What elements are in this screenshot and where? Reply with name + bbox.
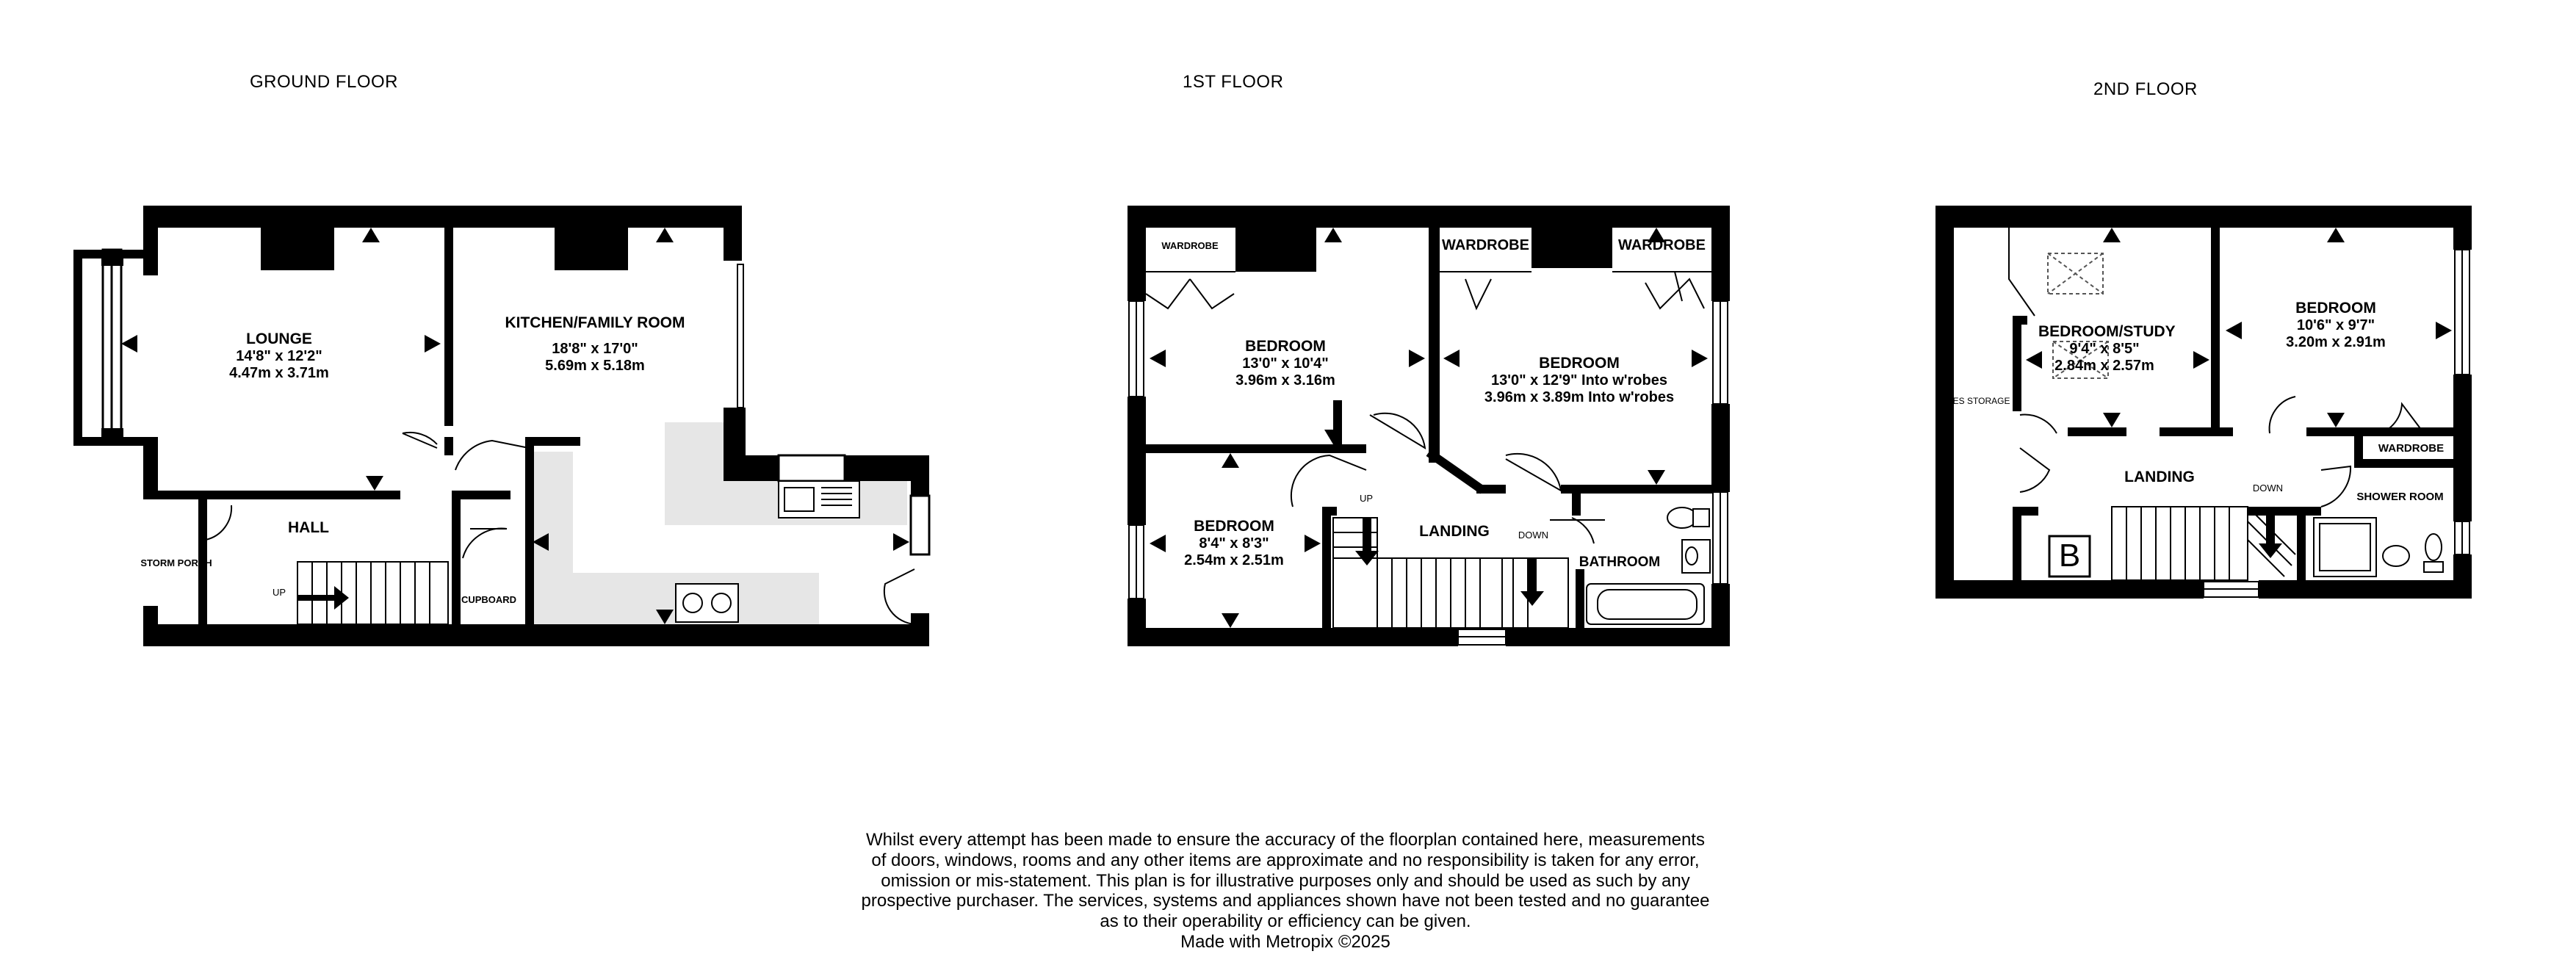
kitchen-sink xyxy=(778,480,860,518)
room-dim-imperial: 13'0" x 10'4" xyxy=(1242,355,1329,372)
stair-down-arrow-left xyxy=(1355,518,1379,565)
second-floor-title: 2ND FLOOR xyxy=(2093,79,2198,99)
boiler-box xyxy=(2048,535,2091,578)
room-name: BEDROOM xyxy=(1194,518,1274,535)
room-label-bedroom: BEDROOM 10'6" x 9'7" 3.20m x 2.91m xyxy=(2262,300,2409,351)
skylights xyxy=(2047,253,2109,379)
room-name: BEDROOM/STUDY xyxy=(2038,323,2176,340)
room-dim-imperial: 10'6" x 9'7" xyxy=(2296,317,2375,334)
first-floor-walls xyxy=(1128,206,1730,646)
room-name: BEDROOM xyxy=(2295,300,2376,317)
disclaimer-line: of doors, windows, rooms and any other i… xyxy=(871,850,1700,870)
boiler-label: B xyxy=(2058,538,2081,574)
stair-label-down: DOWN xyxy=(2252,483,2284,494)
room-label-bedroom-1: BEDROOM 13'0" x 10'4" 3.96m x 3.16m xyxy=(1205,338,1366,389)
first-floor-title: 1ST FLOOR xyxy=(1183,72,1284,92)
room-dim-imperial: 8'4" x 8'3" xyxy=(1199,535,1269,552)
stair-label-down: DOWN xyxy=(1518,530,1549,541)
second-floor-dimension-arrows xyxy=(2026,228,2452,427)
room-dim-metric: 5.69m x 5.18m xyxy=(545,358,645,375)
disclaimer-line: as to their operability or efficiency ca… xyxy=(1100,911,1471,932)
ground-floor-stairs xyxy=(297,561,449,625)
kitchen-side-window xyxy=(737,264,744,408)
room-label-bedroom-2: BEDROOM 13'0" x 12'9" Into w'robes 3.96m… xyxy=(1458,355,1700,406)
room-name: BEDROOM xyxy=(1245,338,1326,355)
disclaimer-line: prospective purchaser. The services, sys… xyxy=(861,891,1710,911)
ground-floor-doors xyxy=(205,431,915,625)
room-dim-metric: 3.20m x 2.91m xyxy=(2286,334,2386,351)
room-dim-imperial: 13'0" x 12'9" Into w'robes xyxy=(1491,372,1667,389)
room-dim-metric: 3.96m x 3.89m Into w'robes xyxy=(1484,389,1675,406)
room-label-bathroom: BATHROOM xyxy=(1579,554,1661,570)
wardrobe-doors xyxy=(1145,271,1711,311)
bathroom-fixtures xyxy=(1586,507,1711,625)
room-label-cupboard: CUPBOARD xyxy=(461,594,517,605)
room-dim-imperial: 18'8" x 17'0" xyxy=(552,341,638,358)
wardrobe-label-1: WARDROBE xyxy=(1161,240,1219,251)
room-dim-metric: 2.54m x 2.51m xyxy=(1184,552,1284,569)
lounge-chimney-breast xyxy=(261,228,334,270)
room-label-eaves-storage: AVES STORAGE xyxy=(1941,396,2010,406)
disclaimer-text: Whilst every attempt has been made to en… xyxy=(808,830,1763,953)
room-dim-metric: 2.84m x 2.57m xyxy=(2054,358,2154,375)
ground-floor-plan xyxy=(73,206,931,646)
room-label-wardrobe: WARDROBE xyxy=(2378,442,2445,455)
wardrobe-label-3: WARDROBE xyxy=(1618,237,1706,253)
room-label-hall: HALL xyxy=(288,519,329,536)
second-floor-walls xyxy=(1935,206,2472,599)
stair-label-up: UP xyxy=(272,587,286,598)
room-dim-imperial: 9'4" x 8'5" xyxy=(2069,341,2140,358)
kitchen-chimney-breast xyxy=(555,228,628,270)
first-floor-window-lines xyxy=(1136,301,1721,637)
room-label-bedroom-3: BEDROOM 8'4" x 8'3" 2.54m x 2.51m xyxy=(1161,518,1307,569)
shower-room-fixtures xyxy=(2313,517,2444,577)
second-floor-plan xyxy=(1935,206,2472,599)
room-name: KITCHEN/FAMILY ROOM xyxy=(505,314,685,331)
room-dim-metric: 3.96m x 3.16m xyxy=(1235,372,1335,389)
first-floor-dimension-arrows xyxy=(1150,228,1708,628)
room-name: BEDROOM xyxy=(1539,355,1620,372)
room-label-shower-room: SHOWER ROOM xyxy=(2356,491,2444,503)
disclaimer-line: omission or mis-statement. This plan is … xyxy=(881,870,1690,891)
ground-floor-dimension-arrows xyxy=(121,228,909,624)
room-label-bedroom-study: BEDROOM/STUDY 9'4" x 8'5" 2.84m x 2.57m xyxy=(2038,323,2176,375)
stair-label-up: UP xyxy=(1359,493,1374,504)
room-label-landing: LANDING xyxy=(1419,523,1490,540)
kitchen-window xyxy=(777,454,931,556)
stair-up-arrow xyxy=(297,586,349,610)
disclaimer-line: Whilst every attempt has been made to en… xyxy=(866,830,1705,850)
ground-floor-walls xyxy=(73,206,929,646)
first-floor-chimney-breast xyxy=(1235,228,1316,272)
ground-floor-title: GROUND FLOOR xyxy=(250,72,399,92)
room-dim-imperial: 14'8" x 12'2" xyxy=(236,348,322,365)
lounge-bay-window xyxy=(101,248,123,446)
credit-line: Made with Metropix ©2025 xyxy=(1180,932,1390,953)
room-dim-metric: 4.47m x 3.71m xyxy=(229,365,329,382)
room-label-storm-porch: STORM PORCH xyxy=(140,557,212,568)
first-floor-plan xyxy=(1128,206,1730,646)
room-label-lounge: LOUNGE 14'8" x 12'2" 4.47m x 3.71m xyxy=(191,330,367,382)
first-floor-doors xyxy=(1290,412,1605,544)
second-floor-doors xyxy=(2008,228,2425,507)
wardrobe-label-2: WARDROBE xyxy=(1442,237,1529,253)
room-label-kitchen: KITCHEN/FAMILY ROOM 18'8" x 17'0" 5.69m … xyxy=(485,314,705,375)
room-label-landing-2: LANDING xyxy=(2124,469,2195,485)
room-name: LOUNGE xyxy=(246,330,312,347)
stair-down-arrow xyxy=(2259,516,2282,558)
stair-down-arrow-right xyxy=(1520,558,1544,606)
kitchen-hob xyxy=(675,583,739,623)
